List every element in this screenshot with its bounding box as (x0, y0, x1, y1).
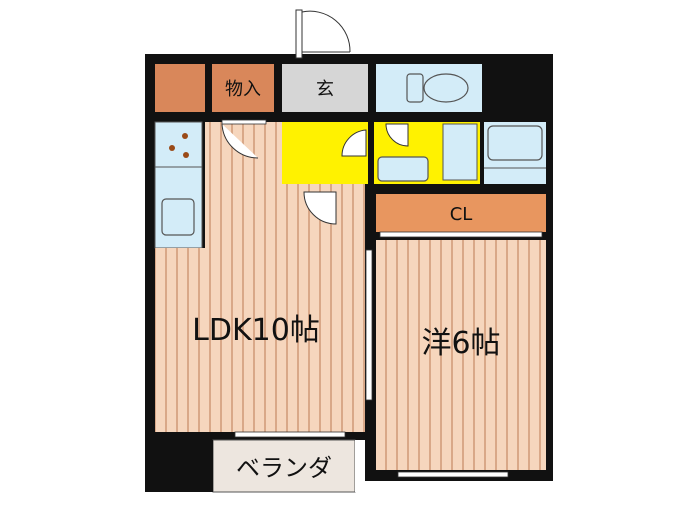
bathtub (487, 125, 543, 161)
toilet-fixture (406, 73, 469, 103)
western-window (397, 471, 509, 478)
western-room-floor (376, 240, 546, 470)
kitchen-storage (155, 64, 205, 112)
entrance-door (295, 9, 351, 59)
ldk-hall-door (303, 191, 337, 225)
western-room-label: 洋6帖 (421, 326, 500, 361)
partition-sliding-door (365, 249, 373, 401)
ldk-label: LDK10帖 (192, 313, 320, 348)
storage-label: 物入 (225, 79, 261, 100)
stove-burners-icon (169, 133, 189, 158)
ldk-window (234, 431, 346, 438)
washroom-door (385, 123, 409, 147)
closet-doors (379, 231, 543, 238)
entrance-label: 玄 (316, 79, 334, 100)
entrance-area (282, 64, 368, 112)
storage-room (212, 64, 274, 112)
closet-label: CL (450, 204, 473, 225)
balcony-label: ベランダ (236, 454, 332, 482)
closet (376, 194, 546, 232)
kitchen-sink (161, 198, 195, 236)
ldk-lower-left (155, 248, 205, 432)
washing-machine-space (442, 123, 478, 181)
hall-door (341, 129, 367, 157)
ldk-door (221, 119, 267, 159)
balcony-base-wall (145, 440, 213, 492)
balcony (212, 439, 356, 493)
washbasin (377, 156, 429, 182)
